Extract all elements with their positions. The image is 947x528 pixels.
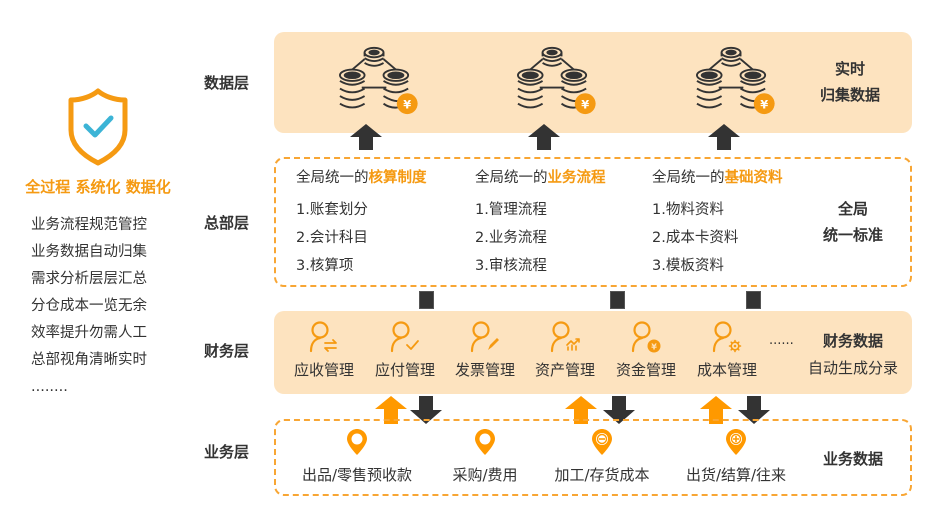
hq-layer-side-title: 全局 统一标准 bbox=[803, 196, 903, 248]
feature-item-ellipsis: ........ bbox=[31, 379, 68, 395]
finance-module-cost[interactable]: 成本管理 bbox=[687, 321, 767, 380]
business-item-label: 采购/费用 bbox=[452, 466, 518, 484]
connector-block bbox=[419, 291, 434, 309]
feature-item: 需求分析层层汇总 bbox=[31, 271, 147, 287]
hq-layer-panel bbox=[274, 157, 912, 287]
left-panel-title: 全过程 系统化 数据化 bbox=[25, 178, 171, 196]
feature-item: 总部视角清晰实时 bbox=[31, 352, 147, 368]
hq-column-heading: 全局统一的核算制度 bbox=[296, 168, 427, 188]
arrow-up-orange bbox=[700, 396, 732, 424]
map-pin-icon bbox=[347, 429, 367, 455]
database-yuan-icon bbox=[338, 46, 419, 116]
arrow-down-dark bbox=[738, 396, 770, 424]
finance-module-label: 应收管理 bbox=[293, 361, 354, 379]
heading-prefix: 全局统一的 bbox=[296, 170, 369, 186]
database-yuan-icon bbox=[696, 46, 776, 116]
finance-layer-panel bbox=[274, 311, 912, 394]
left-panel: 全过程 系统化 数据化 业务流程规范管控 业务数据自动归集 需求分析层层汇总 分… bbox=[0, 0, 200, 528]
hq-list-item: 2.会计科目 bbox=[296, 230, 368, 246]
arrow-up-dark bbox=[350, 124, 382, 150]
hq-column-heading: 全局统一的基础资料 bbox=[652, 168, 783, 188]
heading-highlight: 基础资料 bbox=[724, 170, 783, 186]
business-item-label: 出货/结算/往来 bbox=[685, 466, 787, 484]
hq-list-item: 2.业务流程 bbox=[475, 230, 547, 246]
feature-list: 业务流程规范管控 业务数据自动归集 需求分析层层汇总 分仓成本一览无余 效率提升… bbox=[31, 212, 147, 401]
hq-column-master-data: 全局统一的基础资料 1.物料资料 2.成本卡资料 3.模板资料 bbox=[652, 168, 783, 280]
shield-check-icon bbox=[68, 88, 128, 166]
business-layer-panel bbox=[274, 419, 912, 496]
connector-block bbox=[746, 291, 761, 309]
hq-list-item: 3.核算项 bbox=[296, 258, 354, 274]
business-layer-side-title: 业务数据 bbox=[803, 446, 903, 472]
finance-module-invoices[interactable]: 发票管理 bbox=[445, 321, 525, 380]
hq-list-item: 2.成本卡资料 bbox=[652, 230, 739, 246]
hq-list-item: 1.管理流程 bbox=[475, 202, 547, 218]
business-item-purchase[interactable]: 采购/费用 bbox=[446, 428, 524, 485]
hq-list-item: 3.审核流程 bbox=[475, 258, 547, 274]
finance-module-receivables[interactable]: 应收管理 bbox=[284, 321, 364, 380]
data-layer-side-title: 实时 归集数据 bbox=[800, 56, 900, 108]
user-exchange-icon bbox=[309, 321, 337, 353]
business-layer-side-line: 业务数据 bbox=[822, 450, 883, 468]
hq-list-item: 3.模板资料 bbox=[652, 258, 724, 274]
heading-highlight: 核算制度 bbox=[368, 170, 427, 186]
finance-module-label: 资产管理 bbox=[534, 361, 595, 379]
business-item-shipping[interactable]: 出货/结算/往来 bbox=[680, 428, 792, 485]
hq-column-accounting: 全局统一的核算制度 1.账套划分 2.会计科目 3.核算项 bbox=[296, 168, 427, 280]
feature-item: 业务流程规范管控 bbox=[31, 217, 147, 233]
data-layer-side-line1: 实时 bbox=[834, 60, 865, 78]
svg-text:¥: ¥ bbox=[651, 343, 657, 352]
finance-module-label: 应付管理 bbox=[374, 361, 435, 379]
finance-layer-side-line1: 财务数据 bbox=[822, 332, 883, 350]
user-yuan-icon: ¥ bbox=[631, 321, 661, 353]
business-item-processing[interactable]: 加工/存货成本 bbox=[548, 428, 656, 485]
arrow-up-dark bbox=[708, 124, 740, 150]
business-item-sales[interactable]: 出品/零售预收款 bbox=[296, 428, 418, 485]
map-pin-icon bbox=[475, 429, 495, 455]
user-check-icon bbox=[390, 321, 419, 353]
map-pin-minus-icon bbox=[592, 429, 612, 455]
user-gear-icon bbox=[712, 321, 742, 353]
arrow-up-orange bbox=[565, 396, 597, 424]
arrow-down-dark bbox=[603, 396, 635, 424]
layer-label-hq: 总部层 bbox=[204, 214, 250, 232]
finance-module-label: 资金管理 bbox=[615, 361, 676, 379]
feature-item: 分仓成本一览无余 bbox=[31, 298, 147, 314]
map-pin-plus-icon bbox=[726, 429, 746, 455]
layer-label-data: 数据层 bbox=[204, 74, 250, 92]
hq-list-item: 1.物料资料 bbox=[652, 202, 724, 218]
business-item-label: 加工/存货成本 bbox=[554, 466, 650, 484]
heading-prefix: 全局统一的 bbox=[475, 170, 548, 186]
finance-layer-side-line2: 自动生成分录 bbox=[807, 359, 898, 377]
arrow-down-dark bbox=[410, 396, 442, 424]
user-chart-icon bbox=[550, 321, 580, 353]
hq-list-item: 1.账套划分 bbox=[296, 202, 368, 218]
hq-column-process: 全局统一的业务流程 1.管理流程 2.业务流程 3.审核流程 bbox=[475, 168, 606, 280]
finance-module-label: 发票管理 bbox=[454, 361, 515, 379]
feature-item: 业务数据自动归集 bbox=[31, 244, 147, 260]
business-item-label: 出品/零售预收款 bbox=[301, 466, 413, 484]
layer-label-finance: 财务层 bbox=[204, 342, 250, 360]
feature-item: 效率提升勿需人工 bbox=[31, 325, 147, 341]
finance-layer-side-title: 财务数据 自动生成分录 bbox=[798, 328, 908, 382]
user-edit-icon bbox=[470, 321, 499, 353]
hq-column-heading: 全局统一的业务流程 bbox=[475, 168, 606, 188]
data-layer-side-line2: 归集数据 bbox=[819, 86, 880, 104]
finance-module-label: 成本管理 bbox=[696, 361, 757, 379]
finance-module-treasury[interactable]: ¥ 资金管理 bbox=[606, 321, 686, 380]
heading-highlight: 业务流程 bbox=[547, 170, 606, 186]
layer-label-business: 业务层 bbox=[204, 443, 250, 461]
finance-module-assets[interactable]: 资产管理 bbox=[525, 321, 605, 380]
connector-block bbox=[610, 291, 625, 309]
finance-module-payables[interactable]: 应付管理 bbox=[365, 321, 445, 380]
database-yuan-icon bbox=[517, 46, 597, 116]
heading-prefix: 全局统一的 bbox=[652, 170, 725, 186]
hq-layer-side-line1: 全局 bbox=[837, 200, 868, 218]
hq-layer-side-line2: 统一标准 bbox=[822, 226, 883, 244]
finance-more-ellipsis: ...... bbox=[769, 333, 794, 348]
arrow-up-dark bbox=[528, 124, 560, 150]
arrow-up-orange bbox=[375, 396, 407, 424]
